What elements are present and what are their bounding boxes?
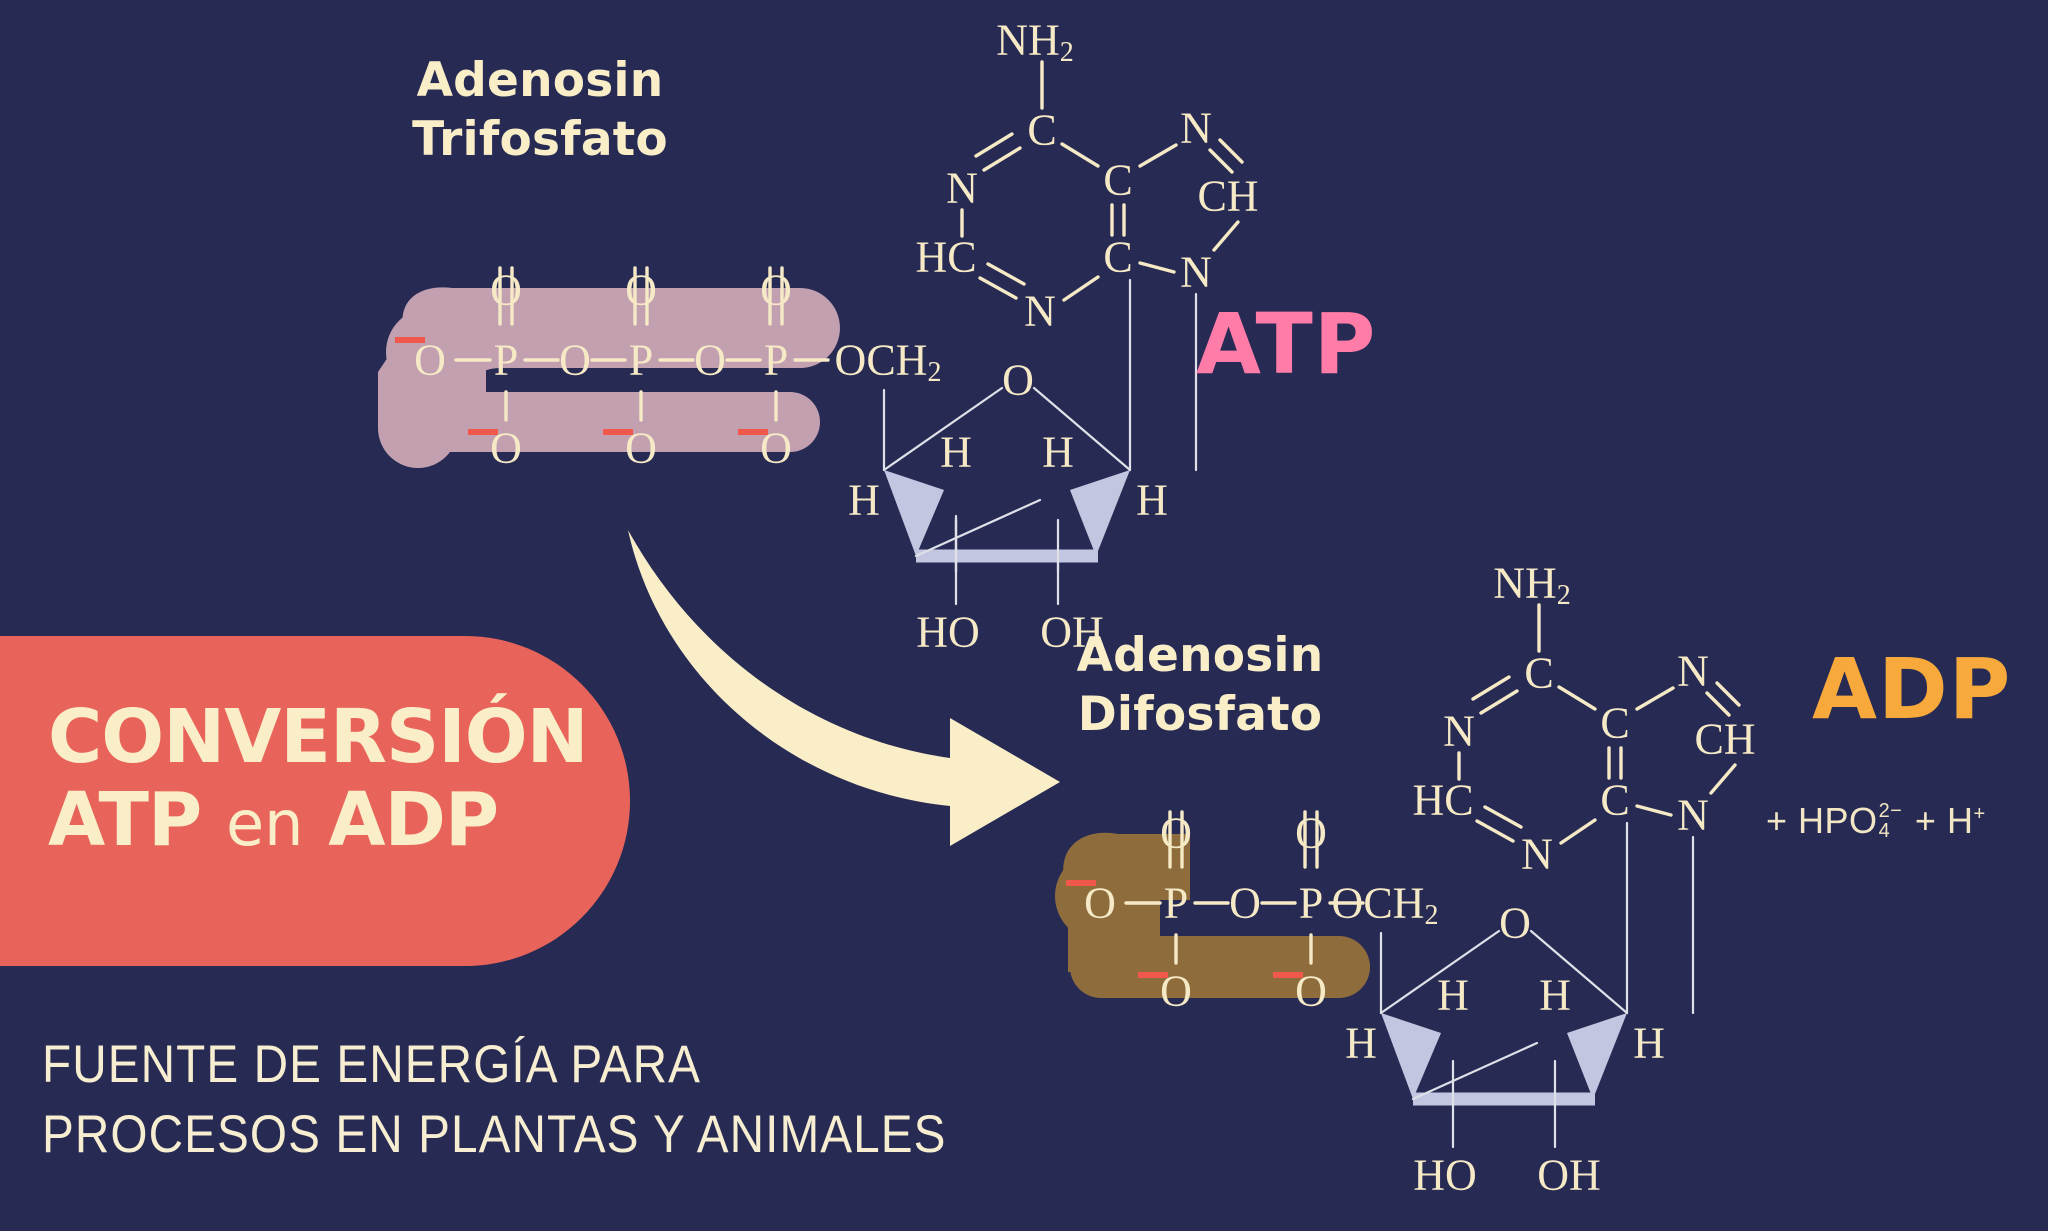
atom-label: O: [1499, 899, 1531, 948]
atom-label: OCH2: [835, 336, 942, 388]
badge-atp: ATP: [48, 776, 202, 863]
atom-label: N: [1677, 647, 1709, 696]
atom-label: O: [760, 266, 792, 315]
atp-linker: OCH2: [835, 336, 942, 472]
badge-line1: CONVERSIÓN: [48, 694, 589, 780]
atp-phosphate-atoms: O P O P O P O O O O O O: [395, 266, 792, 473]
adp-phosphate-atoms: O P O P O O O O: [1066, 809, 1327, 1016]
atom-label: O: [490, 266, 522, 315]
atom-label: N: [1521, 830, 1553, 879]
atom-label: N: [1180, 104, 1212, 153]
hydrogen-ion: H: [1946, 800, 1974, 841]
atom-label: O: [694, 336, 726, 385]
atom-label: N: [1443, 707, 1475, 756]
atom-label: P: [764, 336, 788, 385]
hpo4-subscript: 4: [1878, 820, 1891, 843]
hpo4-superscript: 2−: [1878, 800, 1903, 823]
atom-label: O: [1002, 356, 1034, 405]
atom-label: O: [625, 266, 657, 315]
atom-label: H: [848, 476, 880, 525]
badge-adp: ADP: [328, 776, 499, 863]
atom-label: P: [1164, 879, 1188, 928]
atom-label: H: [1539, 971, 1571, 1020]
atom-label: C: [1103, 233, 1132, 282]
atom-label: H: [1136, 476, 1168, 525]
atom-label: N: [1024, 287, 1056, 336]
atom-label: H: [1042, 428, 1074, 477]
atom-label: H: [1633, 1019, 1665, 1068]
adp-linker: OCH2: [1332, 879, 1439, 1015]
atom-label: OH: [1537, 1151, 1601, 1200]
atom-label: HC: [1412, 776, 1473, 825]
atom-label: N: [1677, 791, 1709, 840]
atp-phosphate-bonds: [454, 266, 830, 422]
atom-label: C: [1524, 649, 1553, 698]
poster-caption: FUENTE DE ENERGÍA PARA PROCESOS EN PLANT…: [42, 1035, 947, 1164]
atom-label: HO: [1413, 1151, 1477, 1200]
atp-title: Adenosin Trifosfato: [412, 53, 668, 167]
atom-label: H: [1345, 1019, 1377, 1068]
curved-arrow-icon: [628, 530, 1060, 846]
atom-label: O: [1160, 809, 1192, 858]
atom-label: C: [1600, 776, 1629, 825]
atom-label: P: [494, 336, 518, 385]
atom-label: H: [1437, 971, 1469, 1020]
atom-label: P: [629, 336, 653, 385]
adp-ribose: O H H H H HO OH: [1345, 821, 1665, 1200]
atom-label: P: [1299, 879, 1323, 928]
atp-adenine: NH2 C N HC N C C N CH N: [915, 16, 1259, 472]
adp-phosphate-bonds: [1124, 810, 1365, 965]
atom-label: C: [1600, 699, 1629, 748]
hpo4-charge-stack: 2−4: [1879, 801, 1903, 841]
badge-connector: en: [226, 786, 304, 860]
plus-sign-1: +: [1766, 800, 1788, 841]
atom-label: CH: [1694, 715, 1755, 764]
hydrogen-charge: +: [1973, 803, 1986, 825]
hpo4-formula: HPO: [1798, 800, 1878, 841]
atom-label: C: [1027, 106, 1056, 155]
atom-label: O: [1295, 809, 1327, 858]
atom-label: H: [940, 428, 972, 477]
adp-adenine: NH2 C N HC N C C N CH N: [1412, 559, 1756, 1015]
atom-label: HO: [916, 608, 980, 657]
adp-phosphate-highlight: [1055, 832, 1370, 998]
adp-acronym-label: ADP: [1812, 640, 2012, 738]
atom-label: CH: [1197, 172, 1258, 221]
atom-label: O: [559, 336, 591, 385]
atom-label: NH2: [1493, 559, 1571, 611]
plus-sign-2: +: [1914, 800, 1937, 841]
atom-label: O: [414, 336, 446, 385]
atp-ribose: O H H H H HO OH: [848, 278, 1168, 657]
atom-label: HC: [915, 233, 976, 282]
atom-label: OH: [1040, 608, 1104, 657]
atom-label: N: [1180, 248, 1212, 297]
adp-title: Adenosin Difosfato: [1076, 628, 1324, 742]
atom-label: N: [946, 164, 978, 213]
atom-label: OCH2: [1332, 879, 1439, 931]
atom-label: C: [1103, 156, 1132, 205]
atom-label: O: [1084, 879, 1116, 928]
atom-label: O: [1229, 879, 1261, 928]
atp-acronym-label: ATP: [1196, 295, 1377, 393]
